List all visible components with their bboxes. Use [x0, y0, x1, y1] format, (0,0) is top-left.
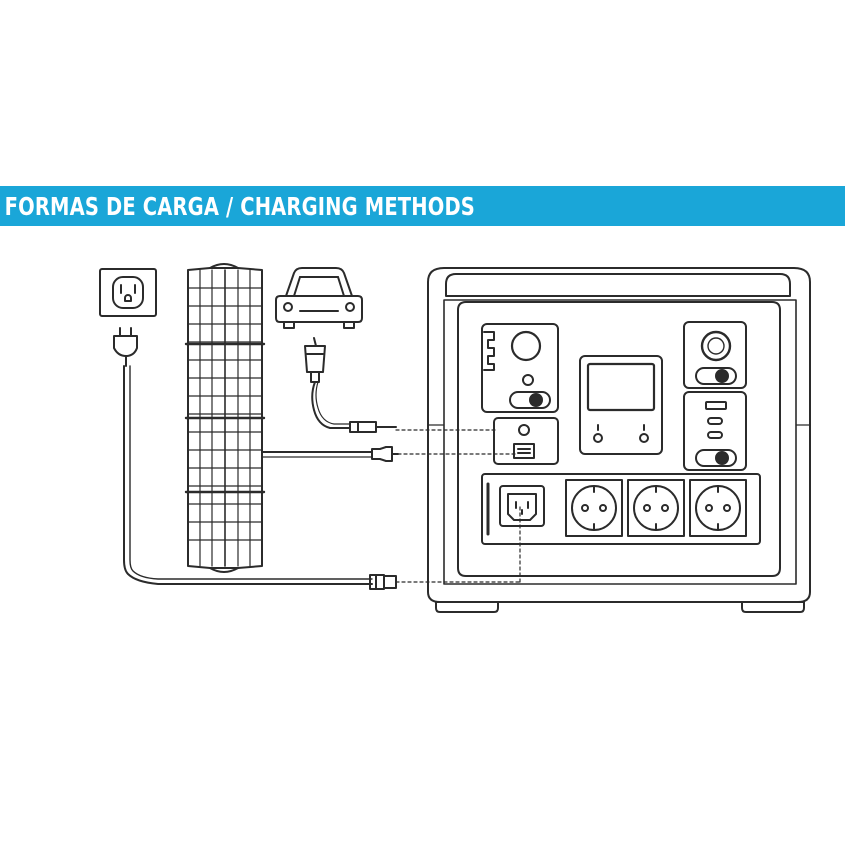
- ac-input-connector-icon: [369, 574, 397, 590]
- ac-input-port: [486, 482, 545, 536]
- wall-outlet-icon: [99, 268, 157, 317]
- car-icon: [275, 267, 363, 329]
- schuko-outlet-1: [565, 479, 623, 537]
- car-charger-cable: [304, 337, 397, 433]
- power-station-icon: [427, 267, 811, 613]
- schuko-outlet-3: [689, 479, 747, 537]
- ac-cable: [123, 365, 397, 590]
- solar-panel-icon: [184, 263, 266, 573]
- section-title: FORMAS DE CARGA / CHARGING METHODS: [4, 191, 476, 221]
- ac-plug-icon: [113, 327, 138, 367]
- section-header-banner: FORMAS DE CARGA / CHARGING METHODS: [0, 186, 845, 226]
- schuko-outlet-2: [627, 479, 685, 537]
- solar-cable: [261, 446, 399, 462]
